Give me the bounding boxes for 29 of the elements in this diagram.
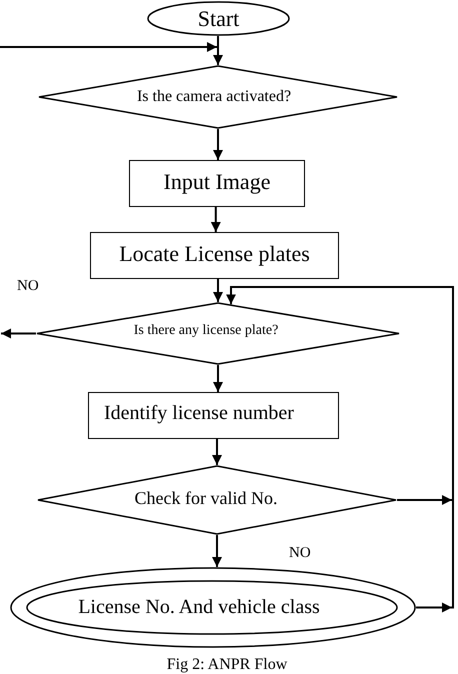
node-text: Start	[198, 6, 240, 32]
arrow	[213, 365, 223, 392]
node-text: Identify license number	[104, 402, 294, 425]
node-text: Is there any license plate?	[134, 323, 278, 340]
arrow	[397, 495, 452, 505]
condition-label: NO	[289, 546, 311, 561]
arrow	[213, 279, 223, 302]
process-box	[90, 232, 339, 279]
node-text: Locate License plates	[119, 240, 310, 266]
node-text: Is the camera activated?	[136, 88, 292, 106]
process-box	[88, 392, 339, 439]
process-box	[129, 160, 305, 207]
node-text: License No. And vehicle class	[78, 596, 320, 619]
arrow	[212, 535, 222, 567]
arrow	[0, 42, 217, 52]
decision-diamond	[37, 465, 397, 535]
node-text: Input Image	[164, 168, 270, 194]
arrow	[213, 129, 223, 160]
double-ellipse	[10, 567, 416, 648]
arrow	[210, 207, 221, 232]
arrow	[213, 36, 223, 65]
terminal-ellipse	[147, 1, 290, 36]
arrow	[1, 328, 36, 338]
arrow	[212, 439, 222, 465]
decision-diamond	[36, 302, 400, 365]
condition-label: NO	[17, 279, 39, 294]
node-text: Check for valid No.	[134, 488, 278, 508]
figure-caption: Fig 2: ANPR Flow	[166, 657, 288, 673]
decision-diamond	[38, 65, 398, 129]
